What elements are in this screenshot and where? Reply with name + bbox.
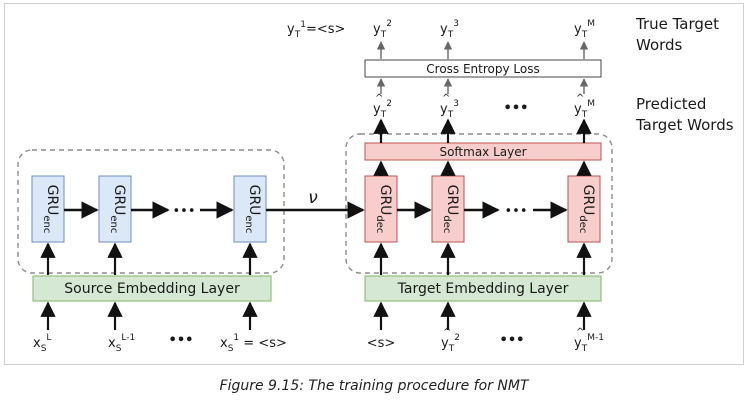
cross-entropy-label: Cross Entropy Loss [426, 62, 539, 76]
decoder-gru-3: GRUdec [567, 175, 601, 243]
svg-text:yT3: yT3 [440, 99, 459, 120]
svg-text:GRUenc: GRUenc [243, 185, 262, 234]
gru-to-softmax-arrows [373, 160, 592, 176]
softmax-layer [364, 142, 602, 161]
embedding-to-gru-arrows [40, 242, 592, 275]
target-embedding-label: Target Embedding Layer [397, 281, 569, 297]
encoder-dots: ••• [172, 204, 195, 219]
loss-arrows [376, 41, 589, 94]
cross-entropy-box [364, 59, 602, 78]
target-input-y2: ^ yT2 [441, 327, 460, 354]
predicted-y2: ^ yT2 [373, 93, 392, 120]
context-vector-label: ν [308, 188, 318, 208]
true-target-label-2: Words [636, 36, 683, 54]
encoder-gru-3: GRUenc [233, 175, 267, 243]
true-target-y3: yT3 [440, 19, 459, 40]
softmax-label: Softmax Layer [439, 145, 526, 159]
decoder-gru-2: GRUdec [431, 175, 465, 243]
figure-frame [4, 3, 744, 365]
true-target-y2: yT2 [373, 19, 392, 40]
source-input-xL: xSL [33, 333, 51, 354]
decoder-group [345, 133, 613, 274]
predicted-label-2: Target Words [635, 116, 734, 134]
source-embedding-label: Source Embedding Layer [64, 281, 240, 297]
decoder-gru-1: GRUdec [364, 175, 398, 243]
true-target-yM: yTM [574, 19, 595, 40]
svg-text:yTM-1: yTM-1 [574, 333, 604, 354]
predicted-yM: ^ yTM [574, 93, 595, 120]
svg-text:^: ^ [576, 93, 584, 104]
svg-text:GRUdec: GRUdec [441, 185, 460, 234]
encoder-gru-2: GRUenc [98, 175, 132, 243]
target-embedding-layer [364, 275, 602, 302]
svg-text:^: ^ [375, 93, 383, 104]
source-input-xL-1: xSL-1 [108, 333, 135, 354]
predicted-y3: ^ yT3 [440, 93, 459, 120]
svg-text:^: ^ [576, 327, 584, 338]
decoder-dots: ••• [504, 204, 527, 219]
target-input-dots: ••• [500, 333, 525, 348]
svg-text:yT2: yT2 [373, 99, 392, 120]
svg-text:yT2: yT2 [441, 333, 460, 354]
source-dots: ••• [169, 333, 194, 348]
svg-text:GRUdec: GRUdec [374, 185, 393, 234]
svg-text:^: ^ [442, 93, 450, 104]
softmax-to-predicted-arrows [373, 118, 592, 143]
true-target-label-1: True Target [635, 15, 719, 33]
predicted-dots: ••• [504, 101, 529, 116]
encoder-group [17, 149, 285, 274]
true-target-y1: yT1=<s> [287, 20, 345, 40]
svg-text:GRUenc: GRUenc [41, 185, 60, 234]
svg-text:GRUdec: GRUdec [577, 185, 596, 234]
figure-caption: Figure 9.15: The training procedure for … [219, 378, 529, 394]
input-to-embedding-arrows [40, 301, 592, 330]
predicted-label-1: Predicted [636, 95, 706, 113]
svg-text:^: ^ [443, 327, 451, 338]
target-input-yM-1: ^ yTM-1 [574, 327, 604, 354]
source-embedding-layer [32, 275, 272, 302]
target-input-start: <s> [367, 336, 396, 351]
source-input-x1: xS1 = <s> [220, 333, 287, 354]
svg-text:yTM: yTM [574, 99, 595, 120]
encoder-gru-1: GRUenc [31, 175, 65, 243]
svg-text:GRUenc: GRUenc [108, 185, 127, 234]
